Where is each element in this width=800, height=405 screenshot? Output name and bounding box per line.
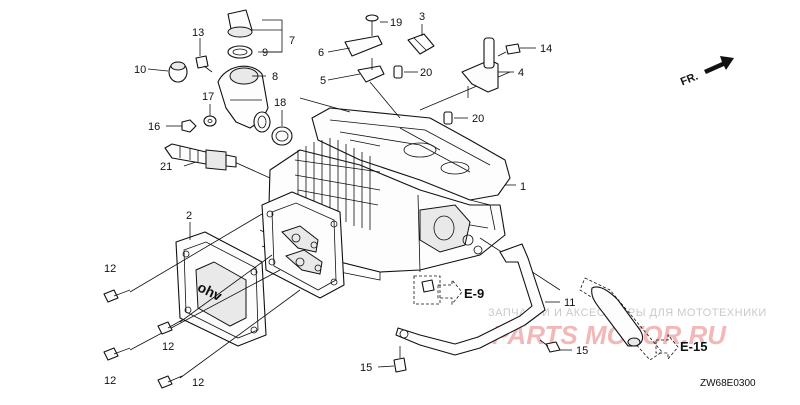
- spark-plug: [164, 143, 237, 171]
- callout-1: 1: [520, 181, 526, 193]
- callout-12b: 12: [162, 341, 174, 353]
- watermark: ЗАПЧАСТИ И АКСЕССУАРЫ ДЛЯ МОТОТЕХНИКИ PA…: [488, 307, 766, 350]
- reference-label-e15: E-15: [680, 339, 707, 354]
- valve-face-plate: [261, 191, 345, 299]
- assembly-lines: [129, 71, 561, 379]
- callout-12a: 12: [104, 263, 116, 275]
- bolt-part-13: [195, 55, 213, 73]
- front-label: FR.: [679, 70, 700, 88]
- bolt-part-14: [497, 43, 521, 57]
- bracket: [395, 243, 546, 356]
- callout-12c: 12: [104, 375, 116, 387]
- front-direction: FR.: [679, 56, 734, 88]
- reference-e15[interactable]: E-15: [655, 333, 707, 361]
- cap-part-7: [227, 9, 253, 38]
- callout-9: 9: [262, 47, 268, 59]
- front-arrow-icon: [704, 56, 734, 74]
- callout-7: 7: [289, 35, 295, 47]
- callout-18: 18: [274, 97, 286, 109]
- reference-e9[interactable]: E-9: [437, 278, 484, 306]
- callout-6: 6: [318, 47, 324, 59]
- arm-part-4: [461, 37, 499, 98]
- callout-15b: 15: [576, 345, 588, 357]
- reference-arrow-e15: [655, 333, 679, 361]
- callout-10: 10: [134, 64, 146, 76]
- pin-part-20b: [443, 111, 453, 125]
- callout-12d: 12: [192, 377, 204, 389]
- callout-15a: 15: [360, 362, 372, 374]
- callout-17: 17: [202, 91, 214, 103]
- callout-20a: 20: [420, 67, 432, 79]
- pin-part-20a: [393, 65, 403, 79]
- callout-14: 14: [540, 43, 552, 55]
- callout-3: 3: [419, 11, 425, 23]
- callout-20b: 20: [472, 113, 484, 125]
- callout-8: 8: [272, 71, 278, 83]
- nut-part-16: [181, 119, 197, 133]
- washer-part-17: [203, 115, 217, 127]
- breather-tube: [579, 277, 663, 361]
- oring-part-9: [227, 45, 253, 59]
- callout-4: 4: [518, 67, 524, 79]
- bracket-part-6: [344, 35, 383, 57]
- reference-arrow-e9: [437, 278, 463, 306]
- callout-21: 21: [160, 161, 172, 173]
- watermark-logo: PARTS MOTOR.RU: [492, 320, 727, 350]
- bolt-e9: [413, 275, 441, 305]
- callout-2: 2: [186, 210, 192, 222]
- reference-label-e9: E-9: [464, 286, 484, 301]
- diagram-code: ZW68E0300: [700, 378, 756, 389]
- bolts-part-12: [103, 289, 183, 389]
- plate-part-5: [357, 58, 385, 83]
- leader-lines: [147, 19, 572, 368]
- callout-13: 13: [192, 27, 204, 39]
- callout-19: 19: [390, 17, 402, 29]
- callouts: 1 2 3 4 5 6 7 8 9 10 11 12 12 12 12 13 1…: [104, 11, 588, 389]
- block-part-3: [407, 33, 435, 55]
- intake-elbow: [217, 65, 271, 133]
- callout-5: 5: [320, 75, 326, 87]
- callout-16: 16: [148, 121, 160, 133]
- callout-11: 11: [564, 297, 575, 309]
- screw-part-19: [365, 14, 379, 36]
- plug-part-10: [168, 61, 188, 83]
- oring-part-18: [271, 126, 293, 146]
- bolt-part-15a: [393, 346, 407, 373]
- valve-cover: ohv: [175, 231, 267, 347]
